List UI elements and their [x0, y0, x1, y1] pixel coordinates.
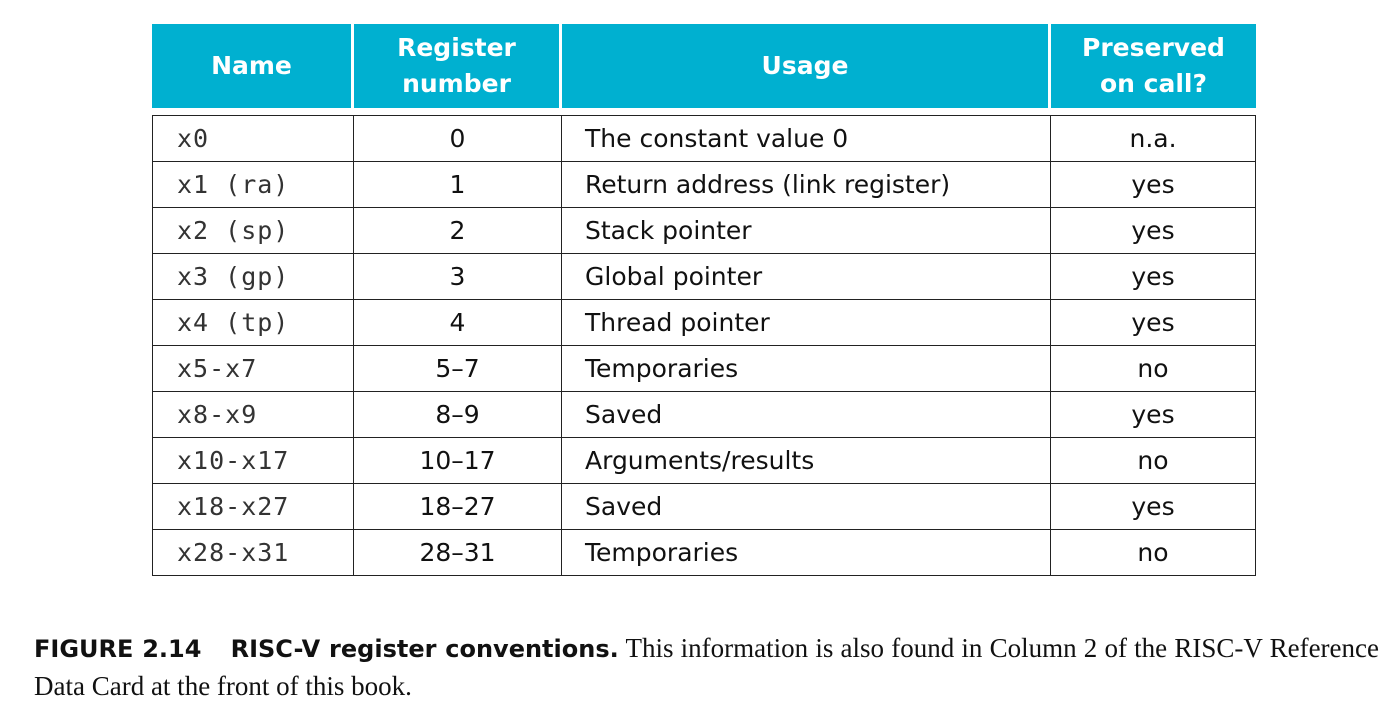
preserved-on-call-cell: yes — [1051, 300, 1256, 346]
register-name-cell: x2 (sp) — [152, 208, 354, 254]
figure-label: FIGURE 2.14 — [34, 635, 202, 663]
register-number-cell: 0 — [354, 115, 562, 162]
preserved-on-call-cell: n.a. — [1051, 115, 1256, 162]
register-usage-cell: Thread pointer — [562, 300, 1051, 346]
preserved-on-call-cell: no — [1051, 346, 1256, 392]
preserved-on-call-cell: yes — [1051, 392, 1256, 438]
register-usage-cell: Saved — [562, 392, 1051, 438]
header-name: Name — [152, 24, 354, 108]
preserved-on-call-cell: yes — [1051, 484, 1256, 530]
header-register-number: Register number — [354, 24, 562, 108]
figure-caption-text: This information is also found in Column… — [34, 633, 1379, 701]
register-number-cell: 10–17 — [354, 438, 562, 484]
register-name-cell: x1 (ra) — [152, 162, 354, 208]
register-usage-cell: Temporaries — [562, 530, 1051, 576]
register-name-cell: x0 — [152, 115, 354, 162]
register-usage-cell: The constant value 0 — [562, 115, 1051, 162]
register-number-cell: 2 — [354, 208, 562, 254]
register-number-cell: 1 — [354, 162, 562, 208]
register-number-cell: 18–27 — [354, 484, 562, 530]
register-usage-cell: Stack pointer — [562, 208, 1051, 254]
preserved-on-call-cell: yes — [1051, 208, 1256, 254]
preserved-on-call-cell: no — [1051, 438, 1256, 484]
preserved-on-call-cell: no — [1051, 530, 1256, 576]
register-usage-cell: Temporaries — [562, 346, 1051, 392]
header-preserved-on-call: Preserved on call? — [1051, 24, 1256, 108]
register-number-cell: 4 — [354, 300, 562, 346]
register-usage-cell: Saved — [562, 484, 1051, 530]
register-number-cell: 28–31 — [354, 530, 562, 576]
preserved-on-call-cell: yes — [1051, 162, 1256, 208]
register-usage-cell: Arguments/results — [562, 438, 1051, 484]
register-table-container: Name Register number Usage Preserved on … — [152, 24, 1256, 576]
header-usage: Usage — [562, 24, 1051, 108]
register-name-cell: x4 (tp) — [152, 300, 354, 346]
register-number-cell: 5–7 — [354, 346, 562, 392]
register-usage-cell: Return address (link register) — [562, 162, 1051, 208]
figure-title: RISC-V register conventions. — [230, 635, 619, 663]
register-name-cell: x18-x27 — [152, 484, 354, 530]
register-number-cell: 8–9 — [354, 392, 562, 438]
preserved-on-call-cell: yes — [1051, 254, 1256, 300]
register-number-cell: 3 — [354, 254, 562, 300]
table-header-row: Name Register number Usage Preserved on … — [152, 24, 1256, 108]
figure-caption: FIGURE 2.14 RISC-V register conventions.… — [34, 630, 1379, 705]
register-name-cell: x28-x31 — [152, 530, 354, 576]
register-conventions-table: Name Register number Usage Preserved on … — [152, 24, 1256, 576]
register-usage-cell: Global pointer — [562, 254, 1051, 300]
register-name-cell: x8-x9 — [152, 392, 354, 438]
register-name-cell: x10-x17 — [152, 438, 354, 484]
register-name-cell: x3 (gp) — [152, 254, 354, 300]
register-name-cell: x5-x7 — [152, 346, 354, 392]
